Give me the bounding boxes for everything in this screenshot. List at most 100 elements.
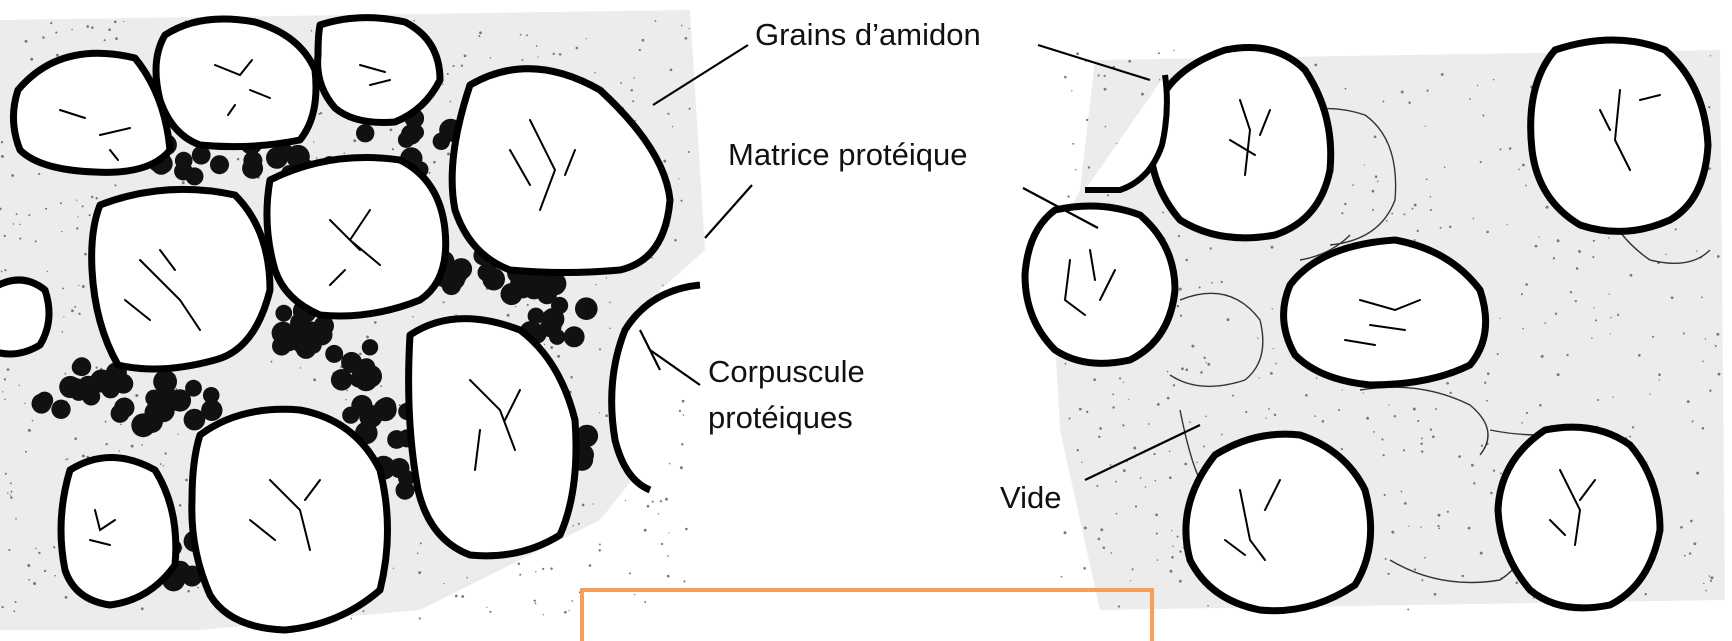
matrix-stipple-dot: [1196, 462, 1198, 464]
matrix-stipple-dot: [1179, 550, 1181, 552]
matrix-stipple-dot: [1710, 576, 1713, 579]
matrix-stipple-dot: [67, 458, 69, 460]
matrix-stipple-dot: [78, 313, 80, 315]
matrix-stipple-dot: [689, 108, 691, 110]
matrix-stipple-dot: [1382, 454, 1384, 456]
matrix-stipple-dot: [568, 610, 569, 611]
protein-body: [356, 124, 374, 142]
matrix-stipple-dot: [91, 26, 94, 29]
matrix-stipple-dot: [1401, 90, 1404, 93]
matrix-stipple-dot: [15, 601, 17, 603]
matrix-stipple-dot: [65, 373, 67, 375]
matrix-stipple-dot: [667, 113, 669, 115]
matrix-stipple-dot: [1366, 417, 1369, 420]
protein-body: [575, 297, 598, 320]
matrix-stipple-dot: [1413, 408, 1416, 411]
matrix-stipple-dot: [1270, 372, 1273, 375]
matrix-stipple-dot: [1473, 482, 1475, 484]
matrix-stipple-dot: [1170, 570, 1173, 573]
matrix-stipple-dot: [634, 594, 635, 595]
matrix-stipple-dot: [4, 399, 6, 401]
matrix-stipple-dot: [1609, 293, 1610, 294]
matrix-stipple-dot: [1425, 126, 1426, 127]
matrix-stipple-dot: [38, 552, 40, 554]
matrix-stipple-dot: [123, 21, 124, 22]
matrix-stipple-dot: [1344, 203, 1346, 205]
matrix-stipple-dot: [1440, 227, 1442, 229]
matrix-stipple-dot: [1076, 52, 1079, 55]
protein-body: [114, 374, 134, 394]
matrix-stipple-dot: [61, 231, 62, 232]
matrix-stipple-dot: [544, 344, 545, 345]
matrix-stipple-dot: [1432, 435, 1435, 438]
protein-body: [114, 398, 134, 418]
matrix-stipple-dot: [1477, 85, 1478, 86]
matrix-stipple-dot: [1172, 546, 1173, 547]
matrix-stipple-dot: [642, 39, 645, 42]
matrix-stipple-dot: [1314, 64, 1317, 67]
matrix-stipple-dot: [605, 414, 608, 417]
matrix-stipple-dot: [1575, 300, 1577, 302]
matrix-stipple-dot: [450, 101, 452, 103]
matrix-stipple-dot: [345, 399, 346, 400]
matrix-stipple-dot: [28, 429, 31, 432]
matrix-stipple-dot: [1408, 526, 1409, 527]
matrix-stipple-dot: [390, 129, 393, 132]
leader-protein-matrix-left: [705, 185, 752, 238]
matrix-stipple-dot: [1486, 231, 1489, 234]
matrix-stipple-dot: [1271, 246, 1274, 249]
matrix-stipple-dot: [1509, 147, 1512, 150]
matrix-stipple-dot: [1141, 93, 1144, 96]
matrix-stipple-dot: [1128, 399, 1129, 400]
label-protein-matrix: Matrice protéique: [728, 137, 968, 172]
matrix-stipple-dot: [96, 197, 98, 199]
matrix-stipple-dot: [1525, 283, 1528, 286]
matrix-stipple-dot: [1072, 143, 1074, 145]
matrix-stipple-dot: [639, 49, 641, 51]
protein-body: [538, 285, 555, 302]
matrix-stipple-dot: [1696, 472, 1699, 475]
matrix-stipple-dot: [4, 378, 6, 380]
matrix-stipple-dot: [670, 68, 673, 71]
matrix-stipple-dot: [1374, 136, 1377, 139]
label-starch-grains: Grains d’amidon: [755, 17, 981, 52]
matrix-stipple-dot: [28, 579, 30, 581]
matrix-stipple-dot: [1169, 450, 1171, 452]
matrix-stipple-dot: [652, 501, 654, 503]
matrix-stipple-dot: [24, 403, 25, 404]
matrix-stipple-dot: [1535, 245, 1538, 248]
matrix-stipple-dot: [1316, 377, 1317, 378]
matrix-stipple-dot: [1715, 345, 1717, 347]
matrix-stipple-dot: [25, 451, 27, 453]
matrix-stipple-dot: [32, 420, 34, 422]
matrix-stipple-dot: [1473, 218, 1475, 220]
matrix-stipple-dot: [1709, 389, 1711, 391]
matrix-stipple-dot: [668, 532, 669, 533]
matrix-stipple-dot: [1185, 368, 1188, 371]
matrix-stipple-dot: [1086, 119, 1088, 121]
matrix-stipple-dot: [1578, 250, 1581, 253]
matrix-stipple-dot: [1098, 436, 1100, 438]
matrix-stipple-dot: [1, 271, 3, 273]
matrix-stipple-dot: [1458, 455, 1461, 458]
matrix-stipple-dot: [1434, 593, 1437, 596]
matrix-stipple-dot: [1539, 404, 1542, 407]
matrix-stipple-dot: [1167, 371, 1169, 373]
matrix-stipple-dot: [582, 504, 585, 507]
matrix-stipple-dot: [47, 271, 48, 272]
protein-body: [59, 376, 81, 398]
matrix-stipple-dot: [1112, 393, 1114, 395]
matrix-stipple-dot: [537, 56, 538, 57]
matrix-stipple-dot: [1061, 576, 1063, 578]
protein-body: [275, 305, 292, 322]
protein-body: [51, 400, 70, 419]
matrix-stipple-dot: [1710, 55, 1711, 56]
matrix-stipple-dot: [599, 412, 600, 413]
matrix-stipple-dot: [18, 385, 19, 386]
matrix-stipple-dot: [178, 434, 179, 435]
matrix-stipple-dot: [1191, 345, 1194, 348]
protein-body: [482, 268, 505, 291]
matrix-stipple-dot: [320, 112, 322, 114]
matrix-stipple-dot: [1644, 593, 1646, 595]
